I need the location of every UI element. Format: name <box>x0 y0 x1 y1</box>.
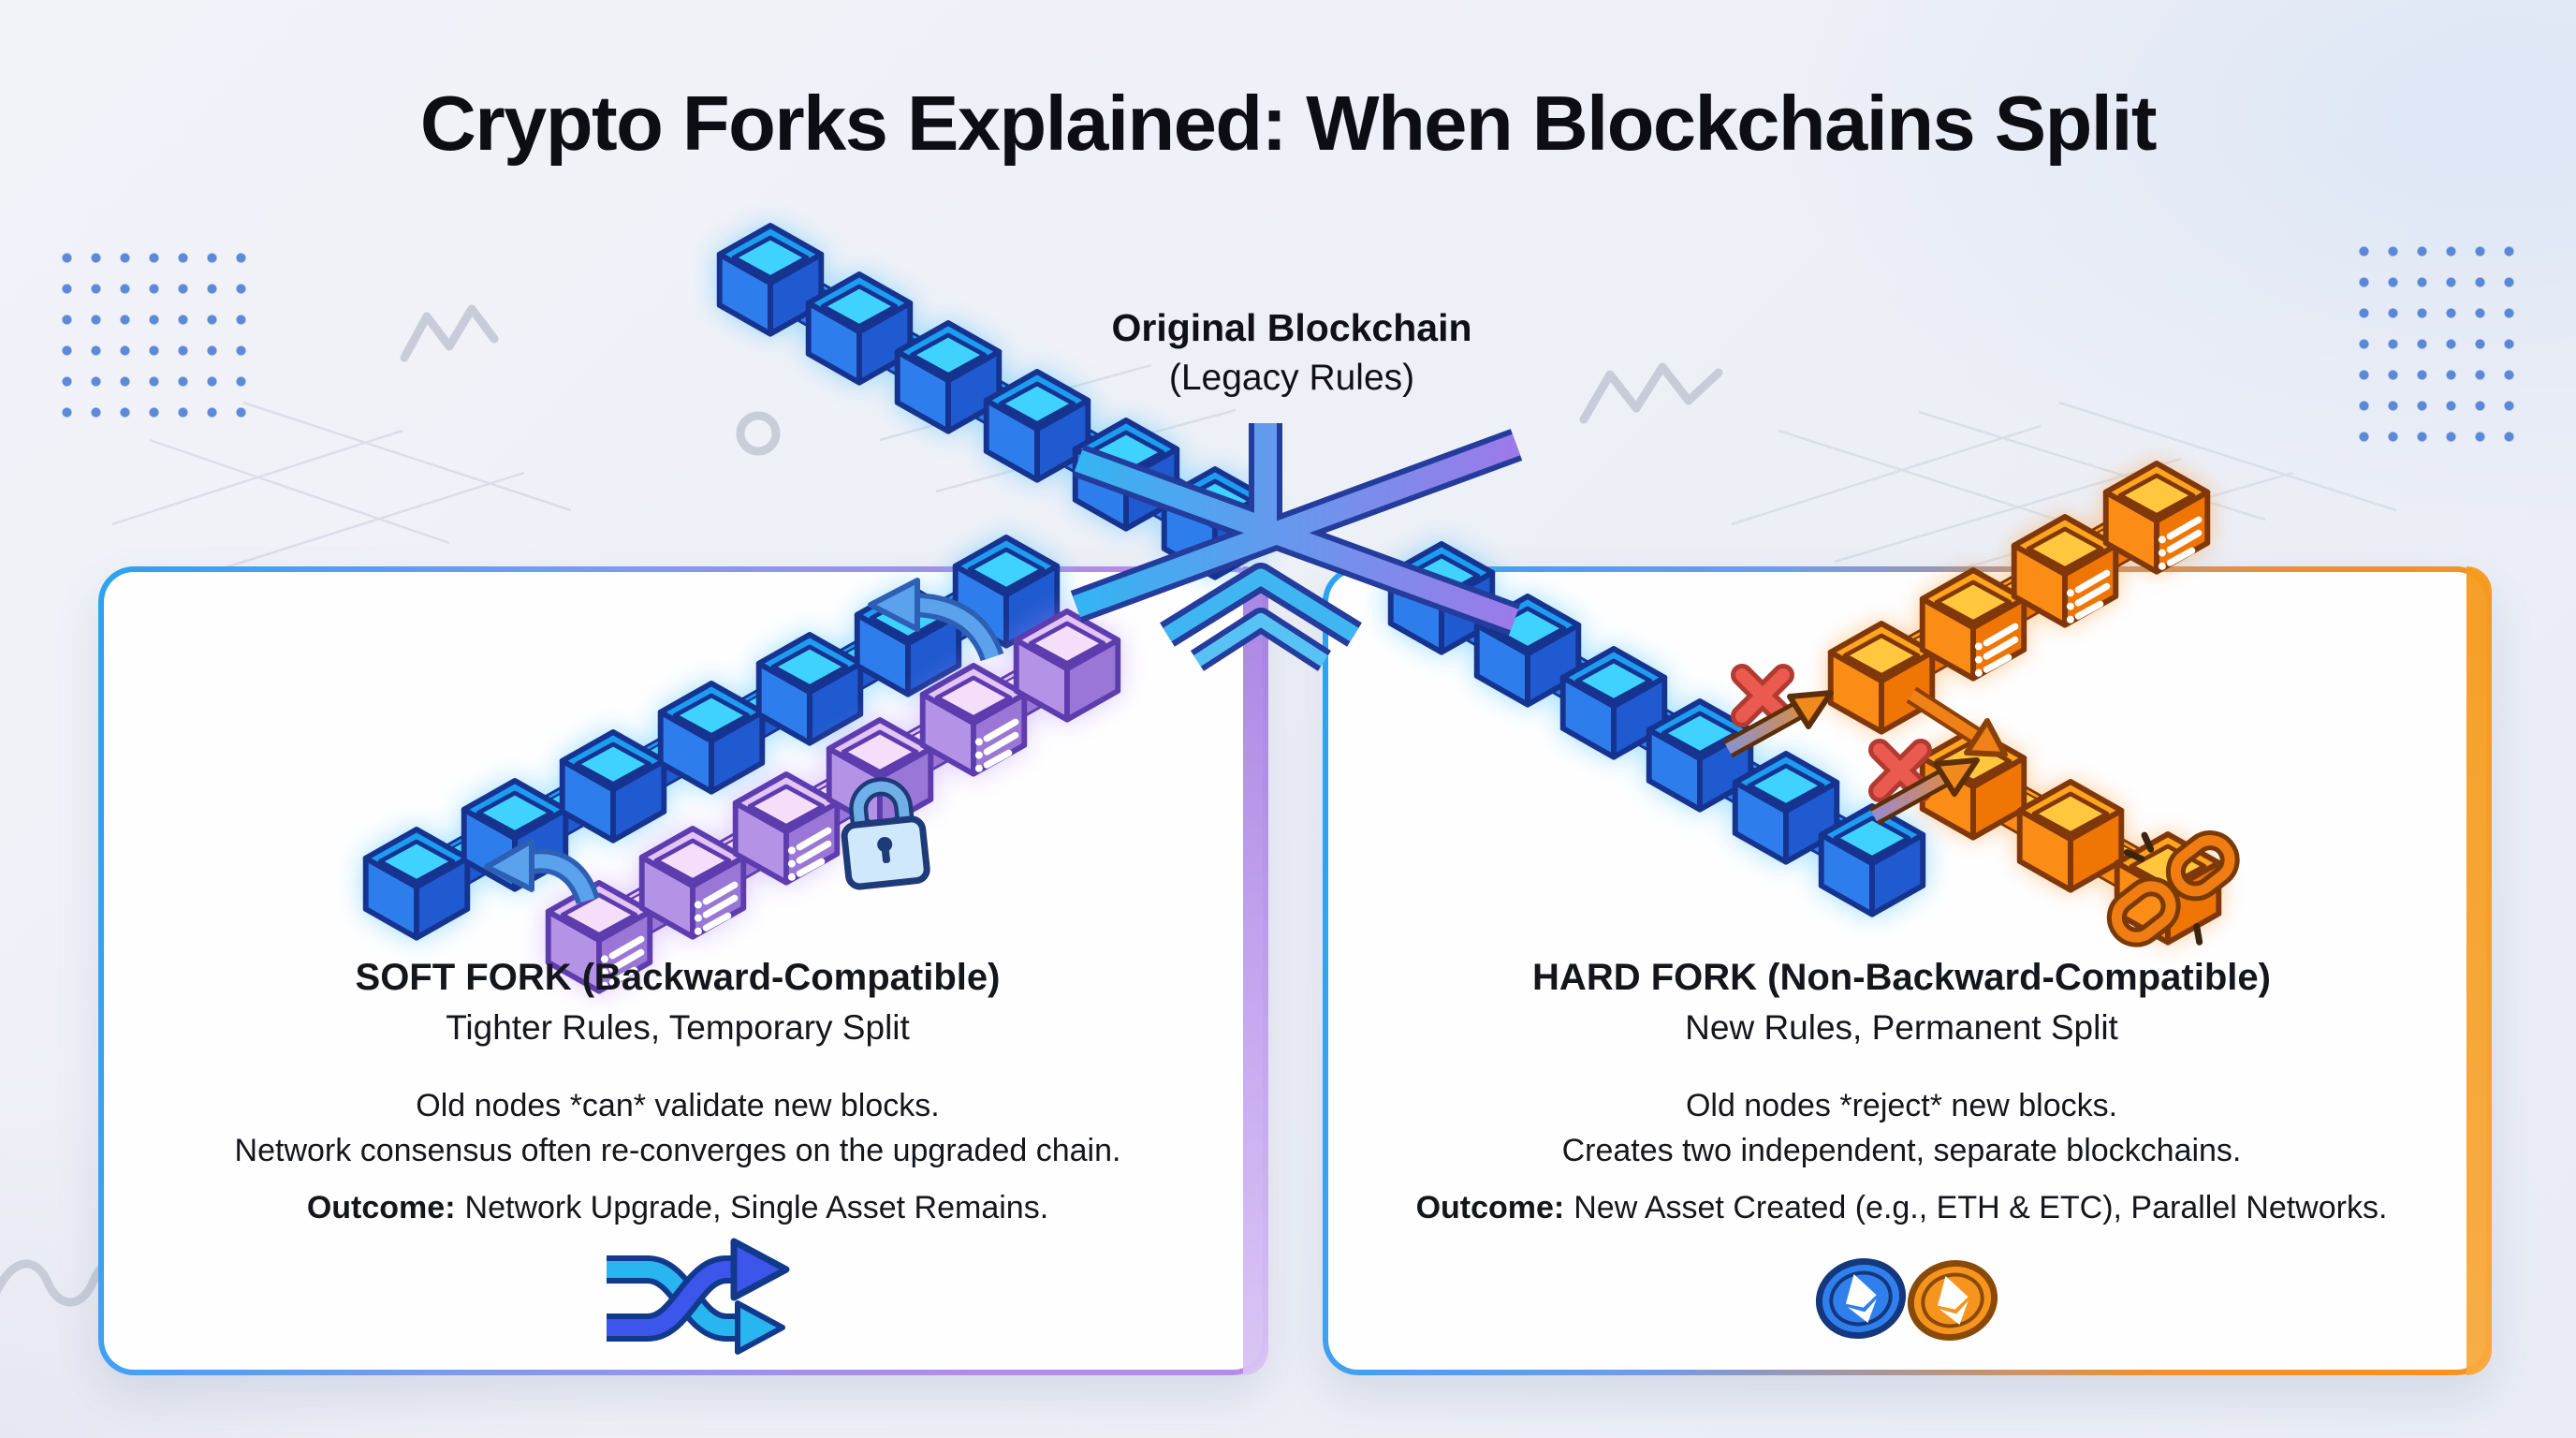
dot-grid-left-icon <box>47 237 258 430</box>
original-chain-label: Original Blockchain (Legacy Rules) <box>1011 306 1573 399</box>
hard-fork-line2: Creates two independent, separate blockc… <box>1561 1133 2242 1168</box>
original-blockchain-chain <box>720 226 1266 578</box>
soft-fork-line1: Old nodes *can* validate new blocks. <box>416 1088 940 1123</box>
soft-fork-outcome: Outcome:Network Upgrade, Single Asset Re… <box>98 1190 1257 1226</box>
soft-fork-subheading: Tighter Rules, Temporary Split <box>446 1008 910 1047</box>
ring-icon <box>736 411 781 456</box>
soft-fork-heading: SOFT FORK (Backward-Compatible) <box>355 957 1001 998</box>
original-chain-subtitle: (Legacy Rules) <box>1168 358 1415 398</box>
hard-fork-line1: Old nodes *reject* new blocks. <box>1685 1088 2118 1123</box>
soft-fork-outcome-label: Outcome: <box>306 1190 456 1225</box>
hard-fork-subheading: New Rules, Permanent Split <box>1685 1008 2118 1047</box>
hard-fork-text: HARD FORK (Non-Backward-Compatible) New … <box>1323 957 2481 1226</box>
hard-fork-outcome-text: New Asset Created (e.g., ETH & ETC), Par… <box>1573 1190 2388 1225</box>
zigzag-icon <box>400 304 499 362</box>
soft-fork-text: SOFT FORK (Backward-Compatible) Tighter … <box>98 957 1257 1226</box>
soft-fork-outcome-text: Network Upgrade, Single Asset Remains. <box>464 1190 1049 1225</box>
hard-fork-heading: HARD FORK (Non-Backward-Compatible) <box>1532 957 2271 998</box>
dot-grid-right-icon <box>2344 230 2527 455</box>
hard-fork-outcome-label: Outcome: <box>1415 1190 1565 1225</box>
zigzag-icon <box>1579 362 1723 424</box>
original-chain-title: Original Blockchain <box>1111 306 1472 349</box>
page-title: Crypto Forks Explained: When Blockchains… <box>419 80 2158 167</box>
soft-fork-line2: Network consensus often re-converges on … <box>234 1133 1121 1168</box>
hard-fork-outcome: Outcome:New Asset Created (e.g., ETH & E… <box>1323 1190 2481 1226</box>
